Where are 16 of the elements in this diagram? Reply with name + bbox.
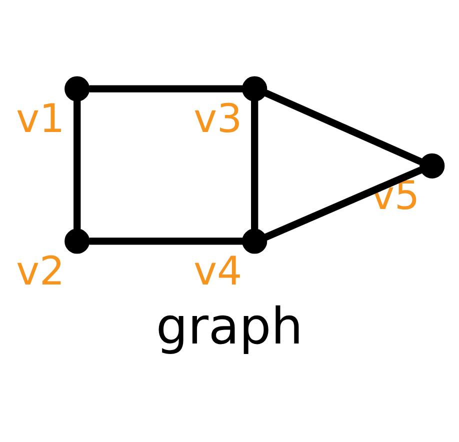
- connector: [251, 100, 258, 229]
- connector: [264, 89, 422, 165]
- node-circle: [64, 228, 90, 254]
- node-label: v1: [16, 96, 65, 142]
- connector: [89, 237, 243, 244]
- node-label: v3: [194, 96, 242, 142]
- node-circle: [242, 76, 268, 101]
- node-label: v2: [16, 248, 65, 294]
- node-circle: [242, 228, 268, 254]
- caption: graph: [156, 296, 303, 355]
- node-label: v4: [194, 248, 242, 294]
- node-circle: [64, 76, 90, 101]
- connector: [74, 100, 81, 229]
- connector: [89, 84, 243, 92]
- connector: [264, 166, 422, 240]
- node-circle: [420, 152, 445, 178]
